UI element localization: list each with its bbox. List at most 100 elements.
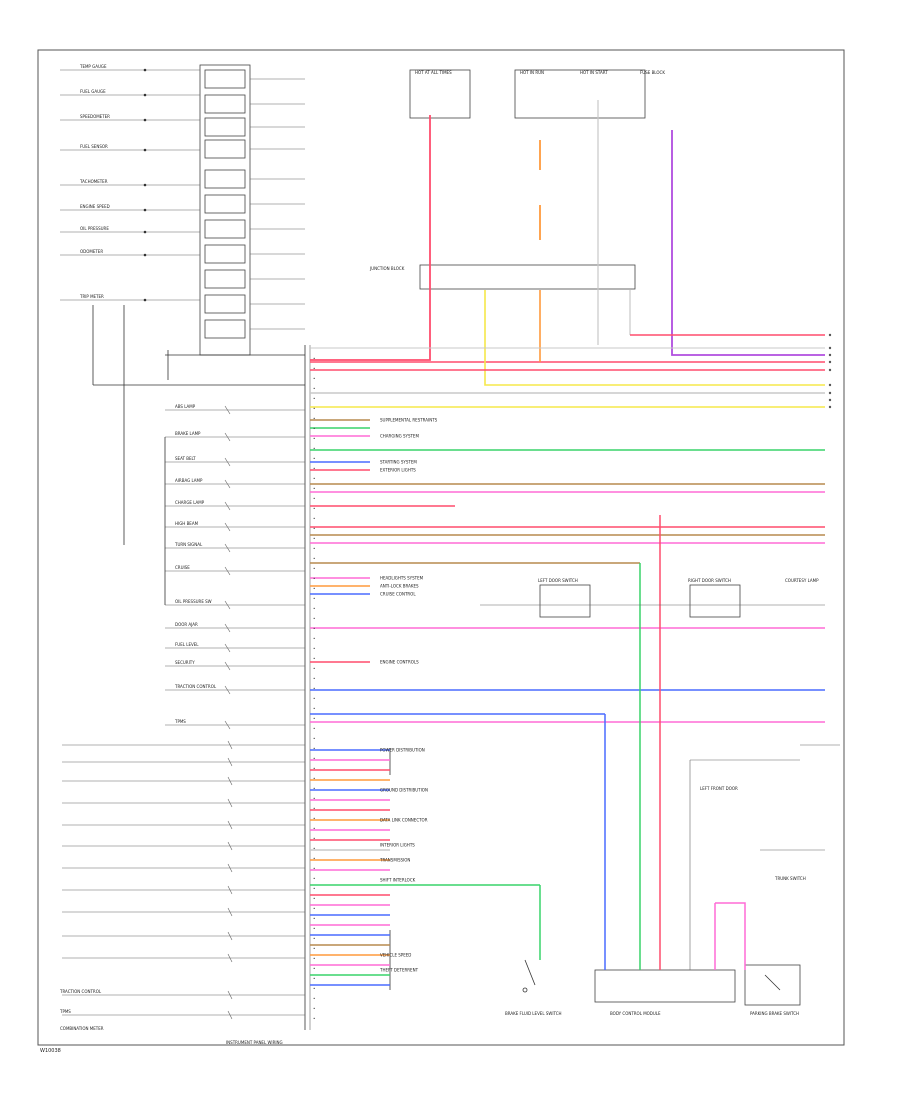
connector-dot — [143, 148, 147, 152]
pin-marker: • — [313, 756, 315, 761]
system-reference: ENGINE CONTROLS — [380, 660, 419, 665]
switch-mark — [227, 863, 233, 873]
component-label: LEFT DOOR SWITCH — [538, 578, 578, 583]
indicator-label: FUEL LEVEL — [175, 642, 199, 647]
switch-mark — [224, 566, 231, 576]
drop-pink — [715, 902, 746, 970]
gauge-label: SPEEDOMETER — [80, 114, 110, 119]
pin-marker: • — [313, 476, 315, 481]
indicator-label: TPMS — [174, 719, 186, 724]
fuse-label: FUSE BLOCK — [640, 70, 665, 75]
pin-marker: • — [313, 436, 315, 441]
component-label: COMBINATION METER — [60, 1026, 104, 1031]
cluster-block — [204, 169, 246, 189]
connector-end — [828, 398, 832, 402]
system-reference: CHARGING SYSTEM — [380, 434, 419, 439]
cluster-block — [204, 294, 246, 314]
label-layer: TEMP GAUGE FUEL GAUGE SPEEDOMETER FUEL SENS… — [59, 64, 819, 1031]
pin-marker: • — [313, 466, 315, 471]
indicator-label: AIRBAG LAMP — [175, 478, 203, 483]
pin-marker: • — [313, 946, 315, 951]
pin-marker: • — [313, 606, 315, 611]
connector-end — [828, 368, 832, 372]
component-label: LEFT FRONT DOOR — [700, 786, 738, 791]
connector-end — [828, 405, 832, 409]
switch-pivot — [522, 987, 528, 993]
junction-label: JUNCTION BLOCK — [369, 266, 405, 271]
gauge-label: OIL PRESSURE — [80, 226, 109, 231]
cluster-block — [204, 269, 246, 289]
component-label: BODY CONTROL MODULE — [610, 1011, 661, 1016]
component-label: PARKING BRAKE SWITCH — [750, 1011, 799, 1016]
cluster-block — [204, 94, 246, 114]
pin-marker: • — [313, 976, 315, 981]
gauge-label: TEMP GAUGE — [79, 64, 107, 69]
pin-marker: • — [313, 886, 315, 891]
indicator-label: CHARGE LAMP — [175, 500, 205, 505]
pin-marker: • — [313, 1006, 315, 1011]
feed-yellow — [484, 290, 825, 386]
switch-mark — [227, 907, 233, 917]
switch-mark — [227, 740, 233, 750]
pin-marker: • — [313, 706, 315, 711]
pin-marker: • — [313, 526, 315, 531]
gauge-label: FUEL GAUGE — [80, 89, 106, 94]
pin-marker: • — [313, 396, 315, 401]
pin-marker: • — [313, 826, 315, 831]
switch-mark — [227, 820, 233, 830]
switch-mark — [224, 661, 231, 671]
pin-marker: • — [313, 546, 315, 551]
pin-marker: • — [313, 556, 315, 561]
pin-marker: • — [313, 516, 315, 521]
pin-marker: • — [313, 406, 315, 411]
switch-mark — [227, 798, 233, 808]
fuse-label: HOT IN START — [580, 70, 608, 75]
gauge-label: ODOMETER — [80, 249, 103, 254]
gauge-label: TRIP METER — [79, 294, 104, 299]
pin-marker: • — [313, 536, 315, 541]
pin-marker: • — [313, 796, 315, 801]
switch-mark — [224, 543, 231, 553]
pin-marker: • — [313, 836, 315, 841]
connector-end — [828, 346, 832, 350]
pin-marker: • — [313, 696, 315, 701]
indicator-label: DOOR AJAR — [175, 622, 198, 627]
connector-dot — [143, 183, 147, 187]
cluster-block — [204, 244, 246, 264]
pin-marker: • — [313, 666, 315, 671]
system-reference: THEFT DETERRENT — [379, 968, 419, 973]
pin-marker: • — [313, 996, 315, 1001]
switch-mark — [224, 432, 231, 442]
system-reference: GROUND DISTRIBUTION — [380, 788, 428, 793]
fuse-group — [514, 69, 646, 119]
pin-marker: • — [313, 1016, 315, 1021]
component-label: TRUNK SWITCH — [774, 876, 806, 881]
connector-dot — [143, 253, 147, 257]
gauge-label: FUEL SENSOR — [80, 144, 108, 149]
pin-marker: • — [313, 626, 315, 631]
diagram-center-caption: INSTRUMENT PANEL WIRING — [226, 1040, 283, 1045]
junction-block — [419, 264, 636, 290]
pin-marker: • — [313, 416, 315, 421]
feed-red — [310, 115, 431, 361]
pin-marker: • — [313, 966, 315, 971]
cluster-block — [204, 69, 246, 89]
pin-marker: • — [313, 426, 315, 431]
system-reference: DATA LINK CONNECTOR — [380, 818, 428, 823]
switch-mark — [224, 522, 231, 532]
pin-marker: • — [313, 576, 315, 581]
pin-marker: • — [313, 656, 315, 661]
indicator-label: HIGH BEAM — [175, 521, 199, 526]
gauge-label: TACHOMETER — [79, 179, 108, 184]
switch-mark — [224, 643, 231, 653]
pin-marker: • — [313, 596, 315, 601]
cluster-block — [204, 139, 246, 159]
system-reference: VEHICLE SPEED — [380, 953, 411, 958]
indicator-label-lower: TPMS — [59, 1009, 71, 1014]
switch-mark — [224, 623, 231, 633]
switch-mark — [227, 885, 233, 895]
pin-marker: • — [313, 496, 315, 501]
pin-marker: • — [313, 816, 315, 821]
fuse-group — [409, 69, 471, 119]
